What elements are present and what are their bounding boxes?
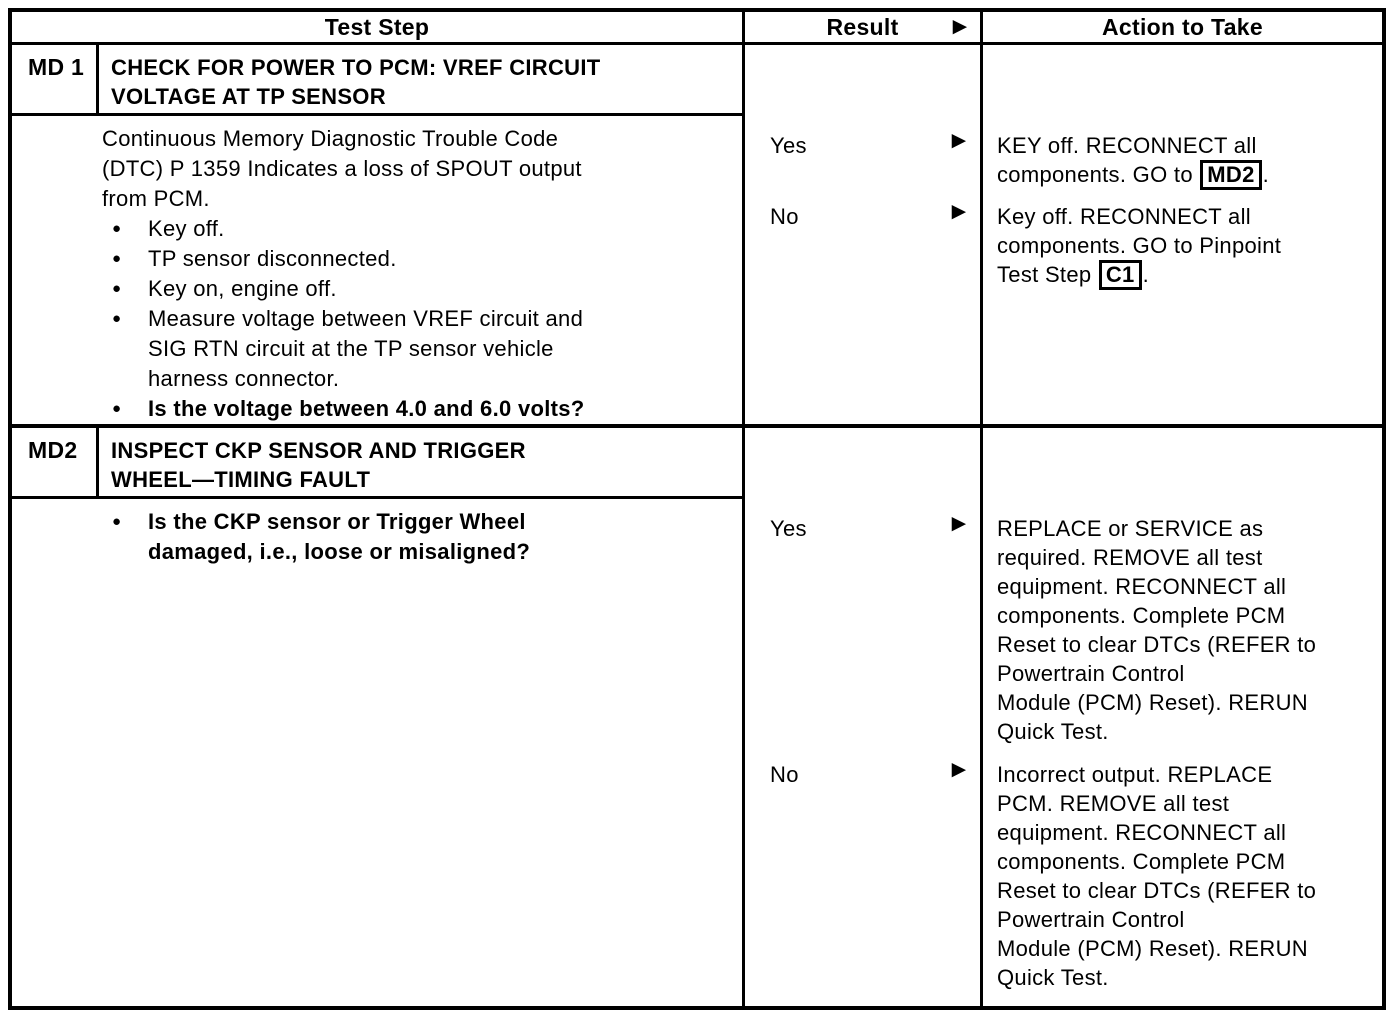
result-label: No [770,762,799,787]
bullet-text: TP sensor disconnected. [148,246,397,271]
result-arrow-icon: ► [946,756,971,783]
pinpoint-test-table: Test Step Result ► Action to Take MD 1 C… [8,8,1386,1010]
list-item-question: ● Is the CKP sensor or Trigger Wheel dam… [102,507,728,567]
test-step-section-md1: MD 1 CHECK FOR POWER TO PCM: VREF CIRCUI… [12,45,1382,428]
result-arrow-icon: ► [946,127,971,154]
step-description: Continuous Memory Diagnostic Trouble Cod… [102,126,582,211]
step-title-row: MD 1 CHECK FOR POWER TO PCM: VREF CIRCUI… [12,45,742,116]
bullet-text: Measure voltage between VREF circuit and… [148,306,584,391]
bullet-text: Key on, engine off. [148,276,337,301]
result-arrow-icon: ► [947,13,972,40]
result-label: No [770,204,799,229]
header-test-step-label: Test Step [324,13,430,40]
result-cell: Yes ► [745,127,983,190]
header-test-step: Test Step [12,12,745,42]
step-code: MD 1 [12,45,99,113]
step-ref-box: MD2 [1200,160,1262,190]
result-arrow-icon: ► [946,198,971,225]
bullet-icon: ● [112,250,122,267]
header-action: Action to Take [983,12,1382,42]
result-cell: No ► [745,198,983,290]
step-ref-box: C1 [1098,260,1142,290]
test-step-column: MD 1 CHECK FOR POWER TO PCM: VREF CIRCUI… [12,45,745,424]
result-cell: Yes ► [745,510,983,746]
step-title: INSPECT CKP SENSOR AND TRIGGER WHEEL—TIM… [111,438,526,492]
list-item: ● Key off. [102,214,728,244]
list-item: ● TP sensor disconnected. [102,244,728,274]
step-title-row: MD2 INSPECT CKP SENSOR AND TRIGGER WHEEL… [12,428,742,499]
table-header-row: Test Step Result ► Action to Take [12,12,1382,45]
test-step-section-md2: MD2 INSPECT CKP SENSOR AND TRIGGER WHEEL… [12,428,1382,1006]
bullet-icon: ● [112,513,122,530]
step-body: ● Is the CKP sensor or Trigger Wheel dam… [12,499,742,567]
bullet-icon: ● [112,280,122,297]
step-code: MD2 [12,428,99,496]
result-cell: No ► [745,756,983,992]
header-result-label: Result [826,13,899,40]
bullet-icon: ● [112,400,122,417]
header-result: Result ► [745,12,983,42]
result-label: Yes [770,516,807,541]
result-arrow-icon: ► [946,510,971,537]
step-title: CHECK FOR POWER TO PCM: VREF CIRCUIT VOL… [111,55,601,109]
header-action-label: Action to Take [1102,13,1263,40]
bullet-text: Is the voltage between 4.0 and 6.0 volts… [148,396,585,421]
bullet-icon: ● [112,220,122,237]
bullet-text: Is the CKP sensor or Trigger Wheel damag… [148,509,531,564]
list-item: ● Measure voltage between VREF circuit a… [102,304,728,394]
list-item-question: ● Is the voltage between 4.0 and 6.0 vol… [102,394,728,424]
result-label: Yes [770,133,807,158]
step-body: Continuous Memory Diagnostic Trouble Cod… [12,116,742,424]
test-step-column: MD2 INSPECT CKP SENSOR AND TRIGGER WHEEL… [12,428,745,1006]
list-item: ● Key on, engine off. [102,274,728,304]
bullet-text: Key off. [148,216,225,241]
bullet-icon: ● [112,310,122,327]
